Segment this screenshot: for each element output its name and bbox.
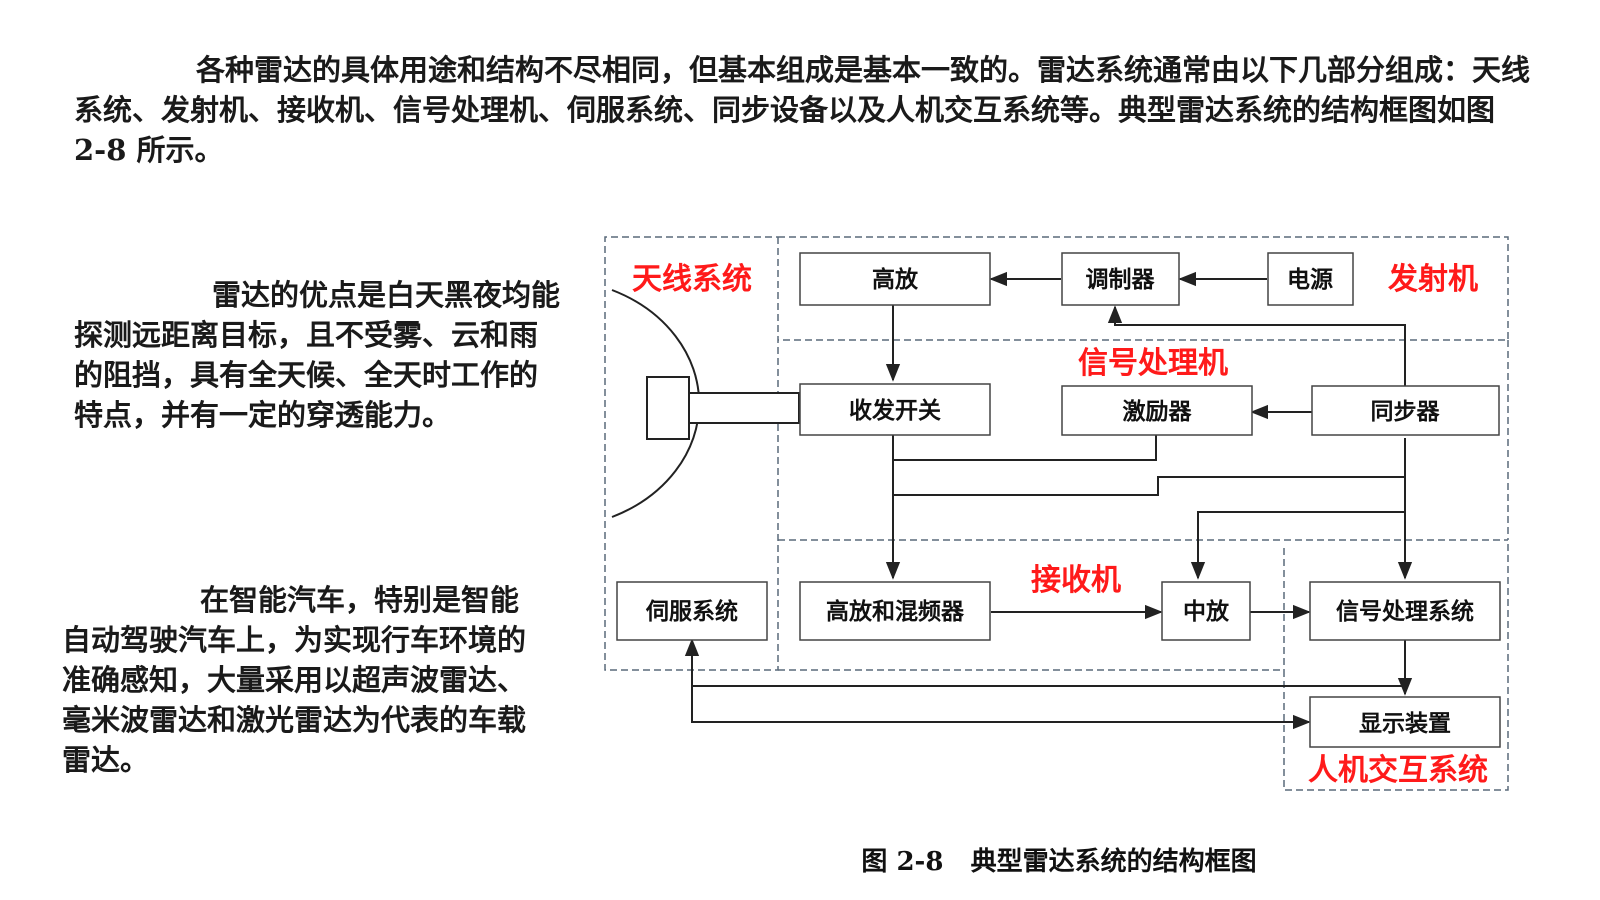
display-block: 显示装置 xyxy=(1309,696,1501,748)
antenna-region-label: 天线系统 xyxy=(632,262,752,297)
signal-system-block: 信号处理系统 xyxy=(1309,581,1501,641)
figure-caption: 图 2-8 典型雷达系统的结构框图 xyxy=(861,846,1256,877)
tr-switch-block: 收发开关 xyxy=(799,383,991,436)
antenna-waveguide xyxy=(688,392,800,424)
advantages-paragraph: 雷达的优点是白天黑夜均能探测远距离目标，且不受雾、云和雨的阻挡，具有全天候、全天… xyxy=(74,278,561,432)
if-amp-label: 中放 xyxy=(1183,598,1230,625)
transmitter-region-border xyxy=(778,236,1509,341)
receiver-region-label: 接收机 xyxy=(1031,563,1121,598)
antenna-feed xyxy=(646,376,690,440)
modulator-label: 调制器 xyxy=(1086,267,1156,293)
tr-switch-label: 收发开关 xyxy=(849,397,941,424)
power-label: 电源 xyxy=(1287,267,1333,293)
hmi-region-label: 人机交互系统 xyxy=(1308,753,1488,788)
exciter-label: 激励器 xyxy=(1123,398,1193,425)
servo-block: 伺服系统 xyxy=(616,581,768,641)
link-signal-system-to-servo xyxy=(684,638,1405,687)
link-exciter-to-mixer xyxy=(893,435,1157,461)
display-label: 显示装置 xyxy=(1359,711,1451,737)
region-borders xyxy=(604,236,1509,791)
connections xyxy=(684,271,1413,730)
power-block: 电源 xyxy=(1267,252,1354,306)
exciter-block: 激励器 xyxy=(1061,385,1253,436)
signal-system-label: 信号处理系统 xyxy=(1336,598,1474,625)
antenna-region-border xyxy=(604,236,779,671)
amp-mixer-block: 高放和混频器 xyxy=(799,581,991,641)
if-amp-block: 中放 xyxy=(1161,581,1251,641)
amp-mixer-label: 高放和混频器 xyxy=(826,598,965,625)
high-amp-block: 高放 xyxy=(799,252,991,306)
high-amp-label: 高放 xyxy=(872,266,919,293)
link-sync-to-ifamp xyxy=(1190,511,1405,580)
signal-processor-region-label: 信号处理机 xyxy=(1078,346,1228,381)
link-sync-to-modulator xyxy=(1107,305,1406,386)
link-sync-to-mixer xyxy=(893,476,1405,496)
intro-paragraph: 各种雷达的具体用途和结构不尽相同，但基本组成是基本一致的。雷达系统通常由以下几部… xyxy=(74,53,1531,167)
transmitter-region-label: 发射机 xyxy=(1387,262,1478,297)
link-servo-to-display xyxy=(691,686,1311,730)
car-radar-paragraph: 在智能汽车，特别是智能自动驾驶汽车上，为实现行车环境的准确感知，大量采用以超声波… xyxy=(62,583,527,777)
synchronizer-block: 同步器 xyxy=(1311,385,1500,436)
synchronizer-label: 同步器 xyxy=(1371,399,1441,425)
servo-label: 伺服系统 xyxy=(645,598,738,625)
antenna-dish xyxy=(611,289,800,518)
modulator-block: 调制器 xyxy=(1061,252,1180,306)
